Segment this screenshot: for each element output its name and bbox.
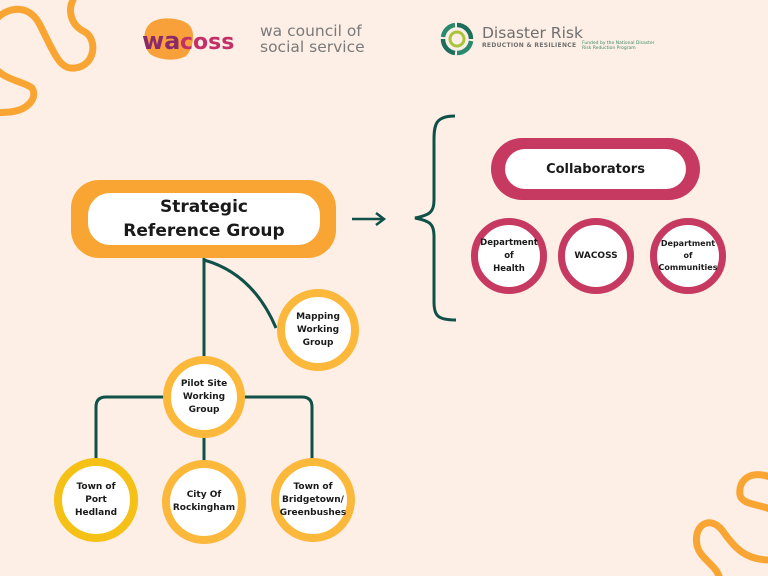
collaborator-department-of-health: Department of Health [471, 218, 547, 294]
decorative-squiggle-bottom-right-2 [692, 519, 768, 576]
decorative-squiggle-top-left-2 [0, 67, 38, 117]
disaster-risk-logo-icon [440, 22, 474, 56]
connector-pilot-to-bridgetown [244, 395, 314, 460]
decorative-squiggle-top-left [0, 0, 97, 72]
funded-line2: Risk Reduction Program [582, 46, 636, 51]
wacoss-logo-text: wa council of social service [260, 23, 365, 55]
connector-pilot-to-port-hedland [94, 395, 166, 460]
pilot-site-rockingham: City Of Rockingham [162, 460, 246, 544]
pilot-site-bridgetown-greenbushes: Town of Bridgetown/ Greenbushes [271, 458, 355, 542]
strategic-line1: Strategic [160, 197, 248, 217]
strategic-reference-group-label: Strategic Reference Group [88, 193, 320, 245]
mapping-working-group-label: Mapping Working Group [296, 311, 340, 348]
pilot-site-working-group-label: Pilot Site Working Group [180, 378, 228, 415]
wacoss-logo: wa coss [142, 18, 234, 60]
collaborator-department-of-communities: Department of Communities [650, 218, 726, 294]
svg-text:coss: coss [180, 30, 234, 55]
mapping-working-group-node: Mapping Working Group [277, 289, 359, 371]
pilot-site-label: City Of Rockingham [172, 490, 236, 513]
disaster-risk-title: Disaster Risk [482, 24, 583, 42]
collaborator-label: WACOSS [574, 250, 618, 261]
pilot-site-port-hedland: Town of Port Hedland [54, 458, 138, 542]
strategic-line2: Reference Group [123, 221, 285, 241]
disaster-risk-funded-note: Funded by the National Disaster Risk Red… [582, 41, 662, 51]
funded-line1: Funded by the National Disaster [582, 41, 655, 46]
collaborator-label: Department of Communities [658, 239, 718, 272]
collaborator-label: Department of Health [480, 237, 538, 274]
connector-strategic-to-mapping [203, 258, 278, 329]
svg-text:wa: wa [142, 27, 180, 55]
curly-brace [414, 114, 457, 322]
wacoss-text-line2: social service [260, 38, 365, 56]
decorative-squiggle-bottom-right [736, 471, 768, 513]
pilot-site-working-group-node: Pilot Site Working Group [163, 356, 245, 438]
pilot-site-label: Town of Port Hedland [74, 481, 118, 518]
disaster-risk-subtitle: REDUCTION & RESILIENCE [482, 42, 577, 49]
pilot-site-label: Town of Bridgetown/ Greenbushes [279, 481, 347, 518]
right-arrow-icon [352, 212, 387, 226]
collaborator-wacoss: WACOSS [558, 218, 634, 294]
collaborators-label: Collaborators [505, 149, 686, 189]
wacoss-text-line1: wa council of [260, 22, 362, 40]
